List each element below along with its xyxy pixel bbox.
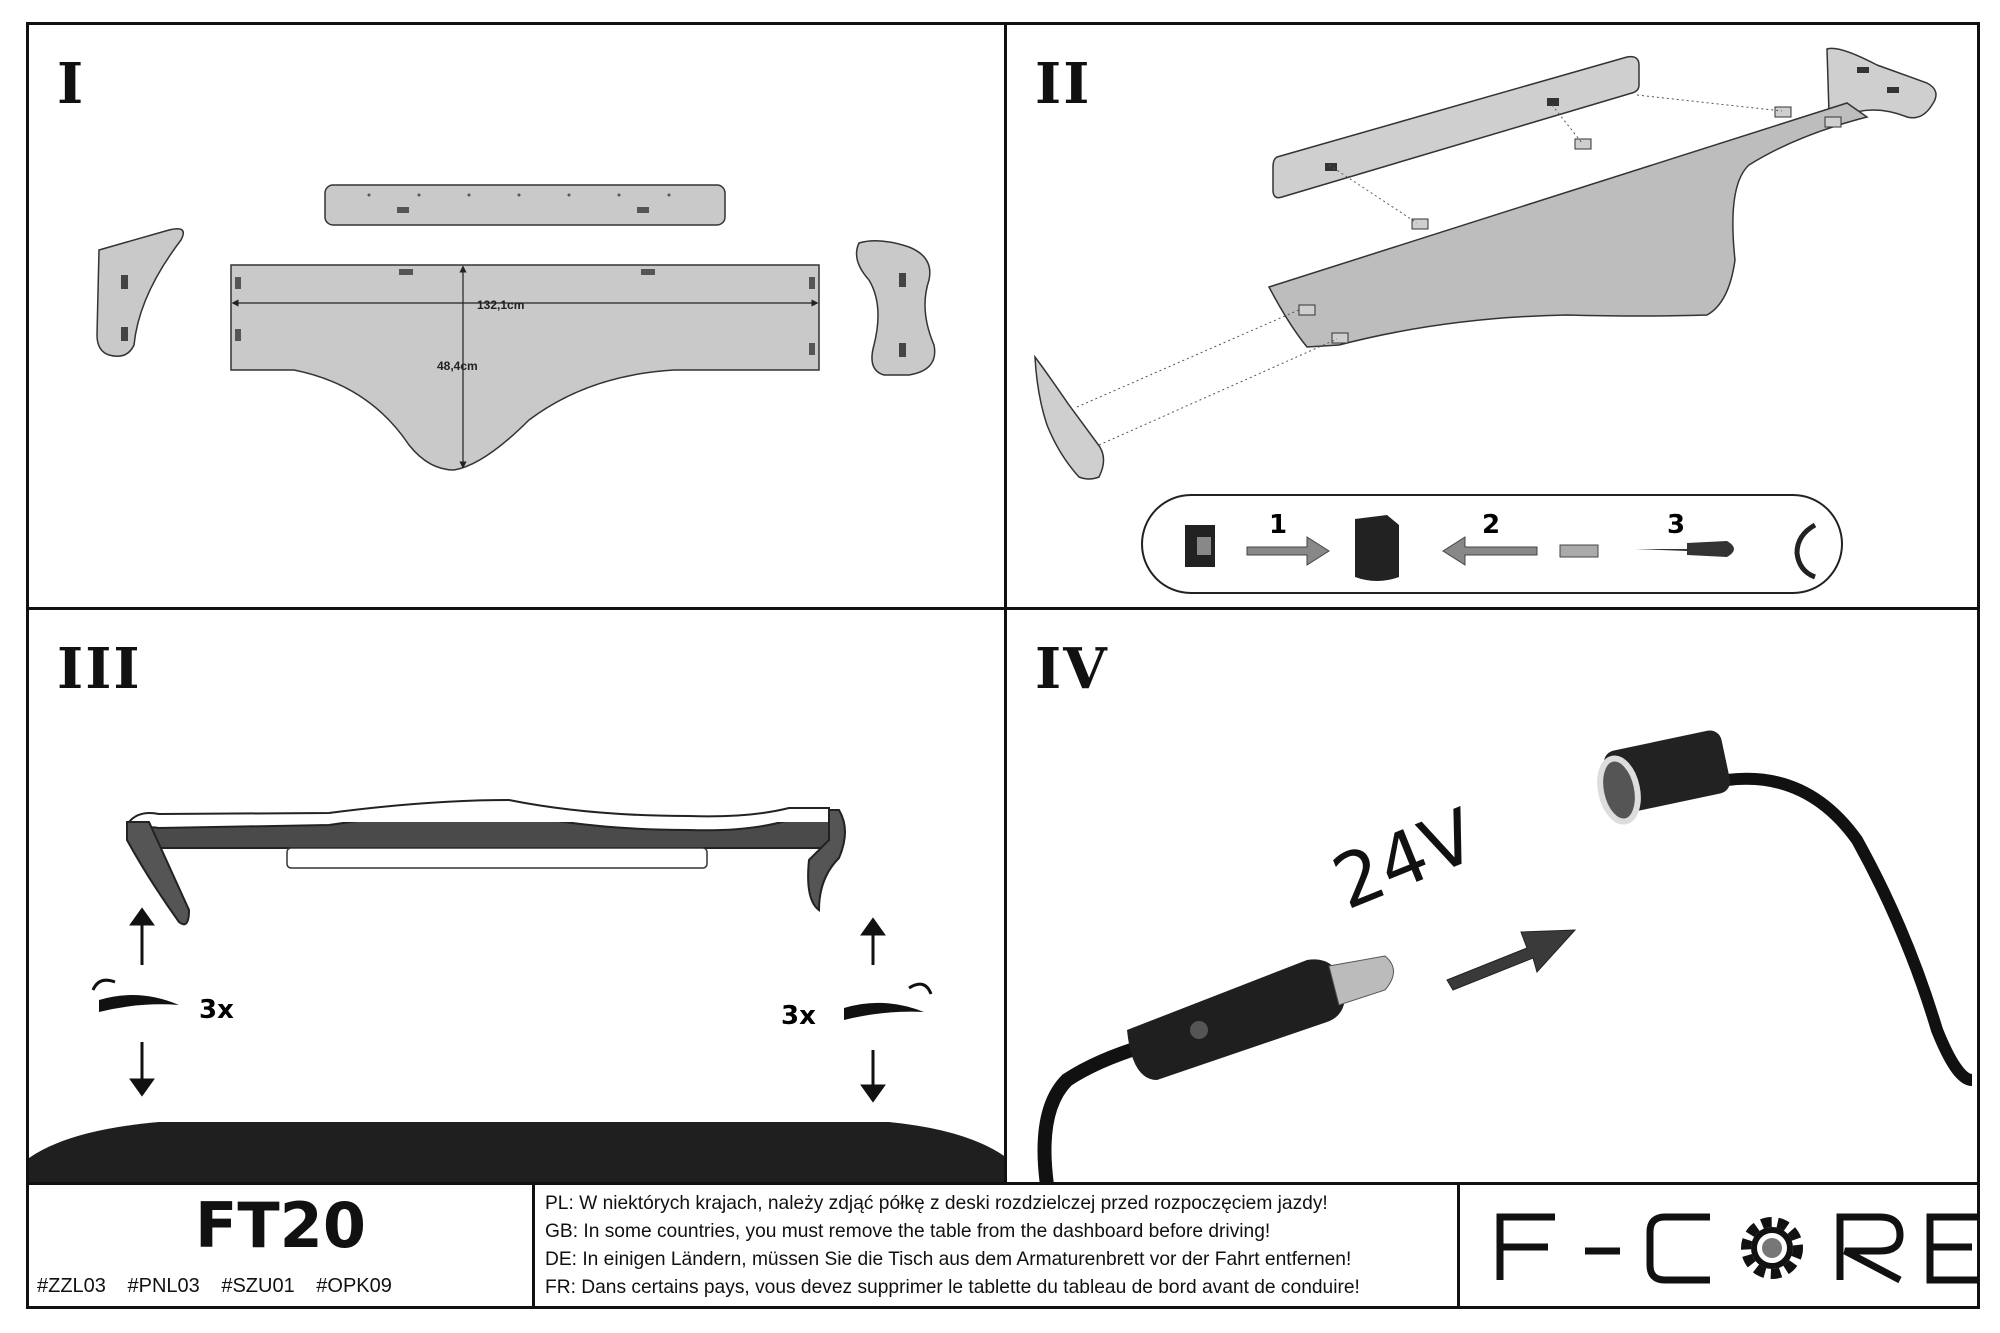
back-strip-part xyxy=(1272,55,1640,199)
safety-warnings: PL: W niektórych krajach, należy zdjąć p… xyxy=(535,1185,1460,1306)
top-strip-part xyxy=(324,184,726,226)
step-2-arrow xyxy=(1442,536,1538,566)
instruction-sheet: I xyxy=(26,22,1980,1309)
voltage-label: 24V xyxy=(1322,793,1489,927)
brand-logo-graphic xyxy=(1496,1213,1977,1284)
screwdriver-icon xyxy=(1635,541,1734,557)
warning-de: DE: In einigen Ländern, müssen Sie die T… xyxy=(545,1249,1352,1270)
gear-icon xyxy=(1741,1217,1803,1279)
panel-2-assembly: II 1 xyxy=(1007,25,1977,610)
model-block: FT20 #ZZL03 #PNL03 #SZU01 #OPK09 xyxy=(29,1185,535,1306)
right-turns-label: 3x xyxy=(781,1001,816,1031)
warning-gb: GB: In some countries, you must remove t… xyxy=(545,1221,1271,1242)
part-codes: #ZZL03 #PNL03 #SZU01 #OPK09 xyxy=(37,1275,408,1298)
left-bracket-3d xyxy=(1034,354,1105,480)
step-3-label: 3 xyxy=(1667,510,1685,540)
step-2-label: 2 xyxy=(1482,510,1500,540)
left-bracket-part xyxy=(96,228,184,357)
plug-cable xyxy=(1037,1038,1150,1182)
left-support xyxy=(126,821,191,926)
plug-body xyxy=(1127,959,1346,1080)
panel-4-drawing: 24V xyxy=(1037,730,1974,1182)
part-code: #ZZL03 xyxy=(37,1275,106,1297)
warning-pl: PL: W niektórych krajach, należy zdjąć p… xyxy=(545,1193,1328,1214)
panel-1-dimensions: I xyxy=(29,25,1007,610)
brand-logo xyxy=(1460,1185,1977,1306)
model-name: FT20 xyxy=(195,1189,366,1262)
left-turns-label: 3x xyxy=(199,995,234,1025)
voltage-arrow xyxy=(1446,929,1577,991)
socket-cable xyxy=(1726,772,1974,1086)
panel-3-drawing: 3x 3x xyxy=(29,798,1004,1182)
right-rotate-icon xyxy=(908,982,933,995)
step-1-label: 1 xyxy=(1269,510,1287,540)
left-rotate-icon xyxy=(91,978,116,991)
step-1-arrow xyxy=(1246,536,1330,566)
part-code: #SZU01 xyxy=(221,1275,295,1297)
main-board-part xyxy=(230,264,820,471)
panel-1-drawing: 132,1cm 48,4cm xyxy=(96,184,936,471)
panel-4-numeral: IV xyxy=(1035,636,1109,702)
width-dimension: 132,1cm xyxy=(477,298,524,312)
warning-fr: FR: Dans certains pays, vous devez suppr… xyxy=(545,1277,1360,1298)
panel-1-numeral: I xyxy=(57,51,86,117)
part-code: #PNL03 xyxy=(127,1275,200,1297)
left-knob-icon xyxy=(99,995,179,1012)
plug-tip xyxy=(1328,955,1394,1006)
panel-3-numeral: III xyxy=(57,636,142,702)
rotate-icon xyxy=(1794,522,1817,580)
right-bracket-part xyxy=(855,240,936,376)
socket-opening xyxy=(1597,755,1641,825)
right-knob-icon xyxy=(844,1002,924,1020)
panel-4-power: IV 24V xyxy=(1007,610,1977,1185)
right-bracket-3d xyxy=(1826,47,1937,119)
screw-icon xyxy=(1559,544,1599,558)
panel-2-drawing: 1 2 3 xyxy=(1034,47,1937,594)
panel-3-mounting: III 3x 3x xyxy=(29,610,1007,1185)
steps-legend xyxy=(1141,494,1843,594)
dashboard-surface xyxy=(29,1122,1004,1182)
main-board-3d xyxy=(1267,102,1869,348)
right-support xyxy=(807,809,846,912)
footer: FT20 #ZZL03 #PNL03 #SZU01 #OPK09 PL: W n… xyxy=(29,1185,1977,1306)
depth-dimension: 48,4cm xyxy=(437,359,478,373)
panel-2-numeral: II xyxy=(1035,51,1092,117)
clip-part xyxy=(1355,515,1399,581)
part-code: #OPK09 xyxy=(316,1275,392,1297)
